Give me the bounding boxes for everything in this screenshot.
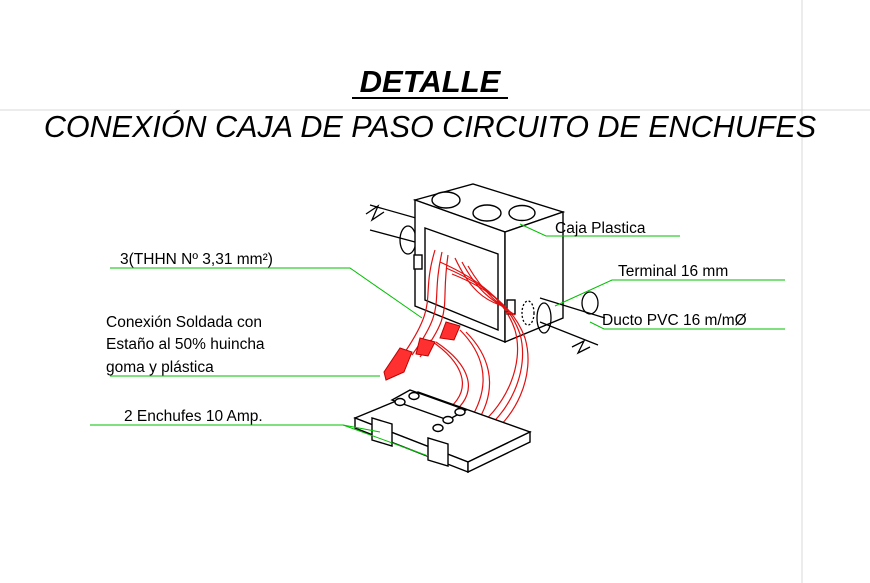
- label-wires: 3(THHN Nº 3,31 mm²): [120, 251, 273, 268]
- junction-box: [412, 183, 566, 344]
- leader-lines: [90, 223, 785, 457]
- page-title: DETALLE: [360, 64, 502, 99]
- label-box: Caja Plastica: [555, 220, 646, 237]
- label-terminal: Terminal 16 mm: [618, 263, 728, 280]
- leader-duct: [589, 321, 785, 330]
- page-subtitle: CONEXIÓN CAJA DE PASO CIRCUITO DE ENCHUF…: [44, 109, 817, 144]
- leader-box: [519, 223, 680, 237]
- wire-bundle: [404, 249, 529, 441]
- label-solder-line2: Estaño al 50% huincha: [106, 336, 265, 353]
- leader-terminal: [554, 279, 785, 307]
- label-outlets: 2 Enchufes 10 Amp.: [124, 408, 263, 425]
- outlet-base: [353, 389, 532, 474]
- leader-outlets-2: [342, 424, 381, 433]
- leader-wires: [110, 267, 423, 319]
- right-duct: [521, 291, 606, 355]
- label-duct: Ducto PVC 16 m/mØ: [602, 312, 747, 329]
- label-solder-line1: Conexión Soldada con: [106, 314, 262, 331]
- solder-joints: [383, 321, 461, 381]
- label-solder-line3: goma y plástica: [106, 359, 214, 376]
